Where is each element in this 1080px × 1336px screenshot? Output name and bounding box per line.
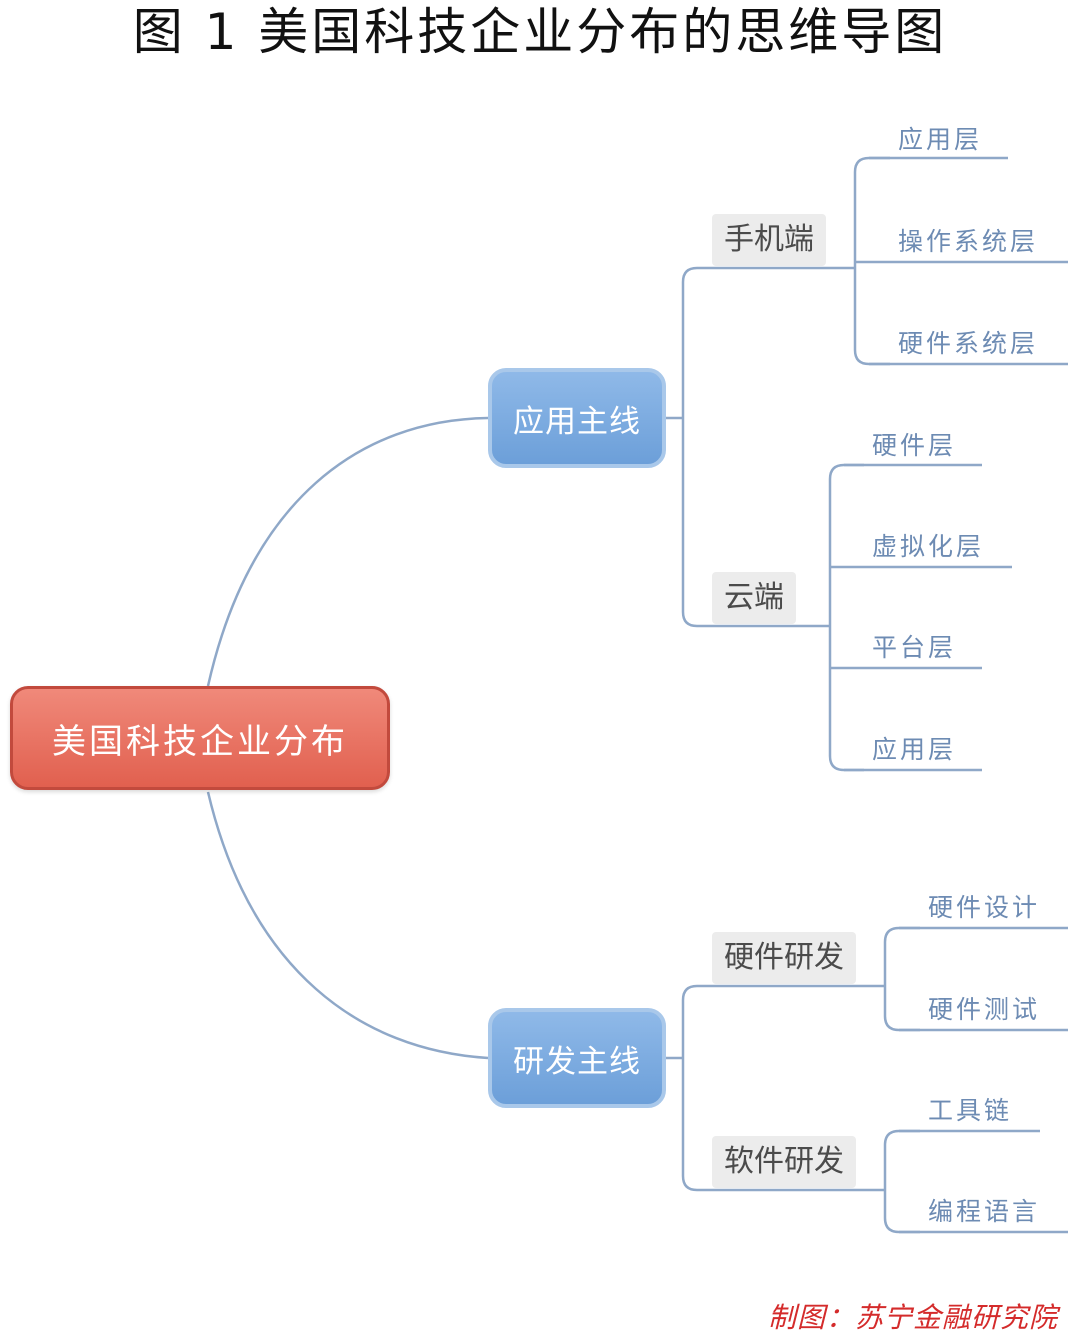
source-credit: 制图：苏宁金融研究院 (767, 1301, 1058, 1334)
sub-node-mobile: 手机端 (712, 214, 826, 266)
link-root-app (206, 416, 489, 687)
leaf-programming-language: 编程语言 (928, 1197, 1041, 1226)
leaf-cloud-hw-layer: 硬件层 (872, 431, 957, 460)
leaf-toolchain: 工具链 (928, 1096, 1013, 1125)
figure-title: 图 1 美国科技企业分布的思维导图 (132, 3, 948, 61)
leaf-mobile-os-layer: 操作系统层 (898, 227, 1039, 256)
link-rd-bracket (681, 984, 712, 1192)
sub-node-hardware-rd: 硬件研发 (712, 932, 856, 984)
leaf-cloud-virtualization-layer: 虚拟化层 (872, 532, 985, 561)
leaf-mobile-hw-system-layer: 硬件系统层 (898, 329, 1039, 358)
leaf-bracket-hw (883, 926, 920, 1032)
main-branch-rd: 研发主线 (488, 1008, 666, 1108)
sub-node-software-rd: 软件研发 (712, 1136, 856, 1188)
leaf-cloud-app-layer: 应用层 (872, 735, 957, 764)
link-app-bracket (681, 266, 712, 628)
main-branch-app: 应用主线 (488, 368, 666, 468)
leaf-cloud-platform-layer: 平台层 (872, 633, 957, 662)
leaf-bracket-cloud (828, 463, 864, 772)
leaf-hw-testing: 硬件测试 (928, 995, 1041, 1024)
root-node: 美国科技企业分布 (10, 686, 390, 790)
leaf-mobile-app-layer: 应用层 (898, 125, 983, 154)
link-root-rd (206, 791, 489, 1060)
leaf-hw-design: 硬件设计 (928, 893, 1041, 922)
leaf-bracket-sw (883, 1129, 920, 1234)
sub-node-cloud: 云端 (712, 572, 796, 624)
